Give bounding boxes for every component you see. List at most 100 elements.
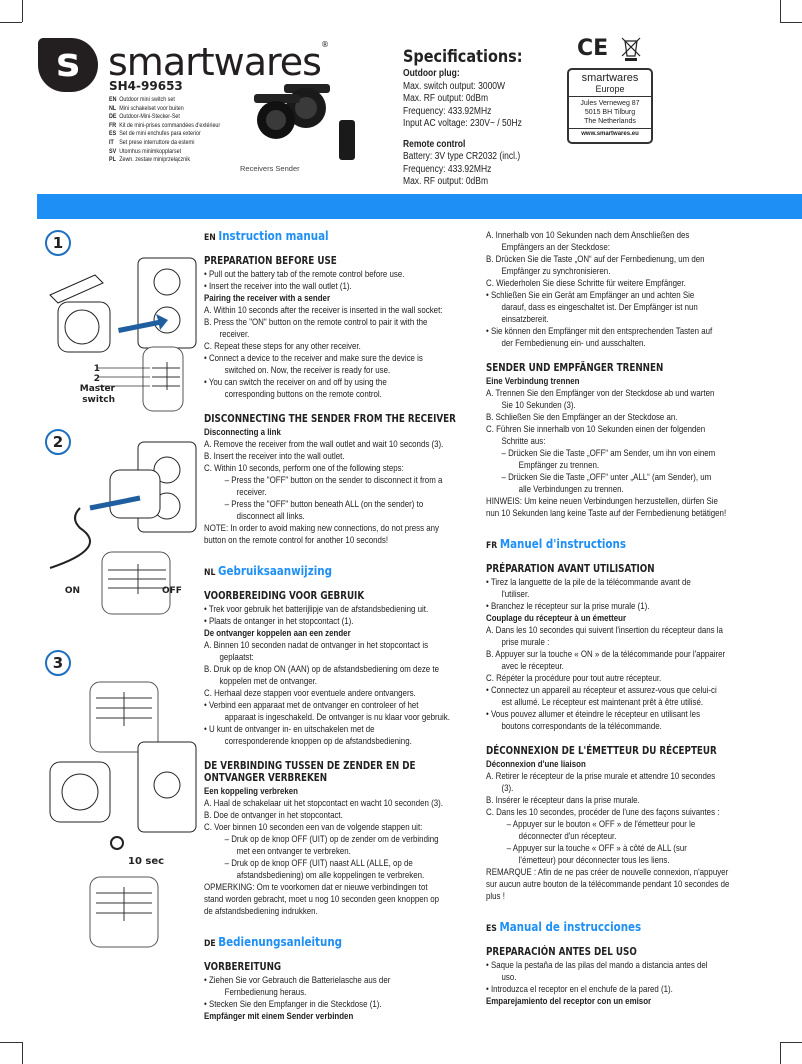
paragraph-line: Sie 10 Sekunden (3). xyxy=(501,400,576,410)
section-de-continued: A. Innerhalb von 10 Sekunden nach dem An… xyxy=(486,229,775,519)
paragraph-line: C. Wiederholen Sie diese Schritte für we… xyxy=(486,278,686,288)
paragraph-line: • Ziehen Sie vor Gebrauch die Batteriela… xyxy=(204,975,391,985)
language-code: SV xyxy=(109,147,117,155)
paragraph-line: switched on. Now, the receiver is ready … xyxy=(224,365,391,375)
paragraph-line: der Fernbedienung ein- und ausschalten. xyxy=(501,338,646,348)
section-heading: DISCONNECTING THE SENDER FROM THE RECEIV… xyxy=(204,414,456,425)
section-heading: VOORBEREIDING VOOR GEBRUIK xyxy=(204,591,365,602)
paragraph-line: geplaatst: xyxy=(219,652,254,662)
paragraph-line: C. Répéter la procédure pour tout autre … xyxy=(486,673,662,683)
paragraph-line: • Connectez un appareil au récepteur et … xyxy=(486,685,717,695)
paragraph-line: darauf, dass es eingeschaltet ist. Der E… xyxy=(501,302,698,312)
paragraph-line: est allumé. Le récepteur est maintenant … xyxy=(501,697,704,707)
specifications: Specifications: Outdoor plug: Max. switc… xyxy=(403,47,573,189)
spacer xyxy=(204,400,476,412)
spec-line: Max. RF output: 0dBm xyxy=(403,93,489,104)
paragraph-line: C. Führen Sie innerhalb von 10 Sekunden … xyxy=(486,424,706,434)
paragraph-line: koppelen met de ontvanger. xyxy=(219,676,318,686)
website: www.smartwares.eu xyxy=(581,131,639,137)
language-name: Outdoor mini switch set xyxy=(119,96,175,103)
crop-mark xyxy=(22,1042,23,1064)
specs-title: Specifications: xyxy=(403,47,523,67)
subheading: Een koppeling verbreken xyxy=(204,786,298,796)
address-line: 5015 BH Tilburg xyxy=(584,109,636,116)
language-code: DE xyxy=(204,939,216,949)
language-code: PL xyxy=(109,156,116,164)
figure-1-illustration xyxy=(49,257,197,412)
header-band xyxy=(37,194,802,219)
paragraph-line: plus ! xyxy=(486,891,505,901)
crop-mark xyxy=(0,22,22,23)
language-code: DE xyxy=(109,113,117,121)
paragraph-line: – Press the "OFF" button beneath ALL (on… xyxy=(224,499,424,509)
brand-name: smartwares® xyxy=(108,40,329,84)
figure-2-illustration xyxy=(49,441,197,615)
paragraph-line: uso. xyxy=(501,972,517,982)
language-code: EN xyxy=(109,96,117,103)
language-name: Mini schakelset voor buiten xyxy=(119,104,184,112)
paragraph-line: – Druk op de knop OFF (UIT) op de zender… xyxy=(224,834,439,844)
paragraph-line: C. Voer binnen 10 seconden een van de vo… xyxy=(204,822,423,832)
language-code: EN xyxy=(204,233,216,243)
product-image xyxy=(254,84,355,160)
paragraph-line: receiver. xyxy=(219,329,250,339)
address-line: The Netherlands xyxy=(584,118,636,125)
paragraph-line: nun 10 Sekunden lang keine Taste auf der… xyxy=(486,508,727,518)
paragraph-line: afstandsbediening) om alle koppelingen t… xyxy=(236,870,425,880)
paragraph-line: apparaat is ingeschakeld. De ontvanger i… xyxy=(224,712,450,722)
paragraph-line: B. Drücken Sie die Taste „ON“ auf der Fe… xyxy=(486,254,705,264)
paragraph-line: met een ontvanger te verbreken. xyxy=(236,846,351,856)
ce-mark: CE xyxy=(577,36,609,61)
paragraph-line: (3). xyxy=(501,783,514,793)
model-number: SH4-99653 xyxy=(109,79,183,93)
text-column-right: A. Innerhalb von 10 Sekunden nach dem An… xyxy=(486,229,775,1007)
section-heading: DE VERBINDING TUSSEN DE ZENDER EN DE ONT… xyxy=(204,761,416,784)
paragraph-line: Schritte aus: xyxy=(501,436,546,446)
paragraph-line: B. Doe de ontvanger in het stopcontact. xyxy=(204,810,343,820)
paragraph-line: C. Herhaal deze stappen voor eventuele a… xyxy=(204,688,416,698)
spec-line: Frequency: 433.92MHz xyxy=(403,163,492,175)
crop-mark xyxy=(780,1042,802,1043)
paragraph-line: – Druk op de knop OFF (UIT) naast ALL (A… xyxy=(224,858,413,868)
address-line: Jules Verneweg 87 xyxy=(580,100,640,107)
label-on: ON xyxy=(64,586,80,596)
language-title: Gebruiksaanwijzing xyxy=(218,564,333,578)
language-code: IT xyxy=(109,138,114,146)
language-name: Zewn. zestaw miniprzełącznik xyxy=(119,156,191,164)
paragraph-line: B. Press the "ON" button on the remote c… xyxy=(204,317,428,327)
paragraph-line: déconnecter d'un récepteur. xyxy=(518,831,617,841)
paragraph-line: stand worden gebracht, moet u nog 10 sec… xyxy=(204,894,440,904)
language-name: Utomhus minimkopplarset xyxy=(119,147,182,155)
label-region: Europe xyxy=(569,84,651,97)
subheading: Emparejamiento del receptor con un emiso… xyxy=(486,996,652,1006)
brand-text: smartwares xyxy=(108,40,322,84)
paragraph-line: disconnect all links. xyxy=(236,511,305,521)
subheading: Disconnecting a link xyxy=(204,427,281,437)
paragraph-line: receiver. xyxy=(236,487,267,497)
paragraph-line: • Connect a device to the receiver and m… xyxy=(204,353,423,363)
paragraph-line: prise murale : xyxy=(501,637,550,647)
paragraph-line: • Verbind een apparaat met de ontvanger … xyxy=(204,700,419,710)
language-name: Set de mini enchufes para exterior xyxy=(119,130,201,138)
spacer xyxy=(486,349,775,361)
paragraph-line: de afstandsbediening indrukken. xyxy=(204,906,318,916)
paragraph-line: button on the remote control for another… xyxy=(204,535,389,545)
paragraph-line: Empfängers an der Steckdose: xyxy=(501,242,610,252)
language-name: Outdoor-Mini-Stecker-Set xyxy=(119,113,180,121)
paragraph-line: – Appuyer sur le bouton « OFF » de l'éme… xyxy=(506,819,696,829)
paragraph-line: • Sie können den Empfänger mit den entsp… xyxy=(486,326,713,336)
step-number: 1 xyxy=(45,230,71,256)
remote-title: Remote control xyxy=(403,138,466,150)
paragraph-line: A. Trennen Sie den Empfänger von der Ste… xyxy=(486,388,715,398)
